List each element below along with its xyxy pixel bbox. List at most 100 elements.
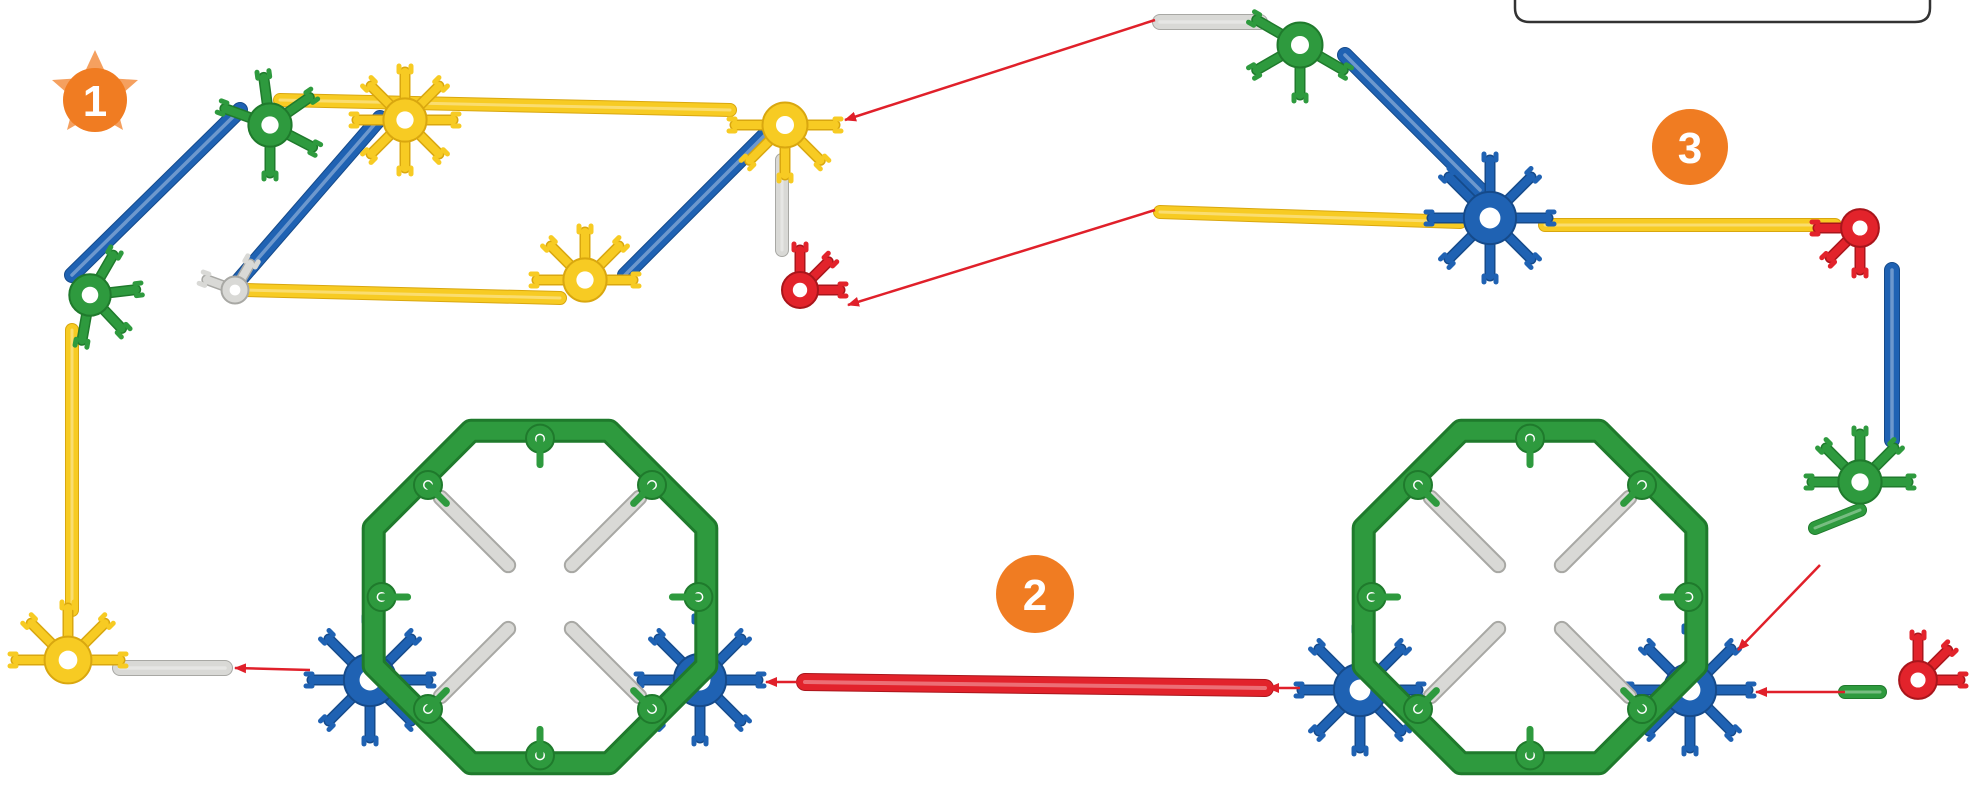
connector-tip (1732, 724, 1742, 734)
badge-circle (63, 68, 127, 132)
connector-hole (1291, 36, 1309, 54)
connector-tip (318, 636, 328, 646)
connector-hole (396, 111, 414, 129)
wheel-spoke (565, 491, 646, 572)
rod-yellow (273, 93, 737, 117)
connector-tip (412, 636, 422, 646)
connector-tip (1446, 260, 1456, 270)
connector-tip (1308, 724, 1318, 734)
connector-tip (1308, 646, 1318, 656)
connector-tip (742, 636, 752, 646)
connector-tip (540, 243, 550, 253)
gray-connector (196, 253, 261, 305)
connector-tip (368, 75, 378, 85)
wheel-prong (1620, 687, 1646, 713)
connector-tip (1438, 252, 1448, 262)
wheel-prong (630, 481, 656, 507)
rod-body (1154, 206, 1466, 228)
connector-tip (404, 628, 414, 638)
connector-tip (326, 628, 336, 638)
connector-tip (360, 147, 370, 157)
rod-blue (64, 102, 248, 283)
red-connector (1809, 208, 1880, 279)
rod-body (797, 674, 1273, 696)
wheel-spoke (1555, 622, 1636, 703)
connector-tip (1823, 437, 1833, 447)
connector-tip (813, 162, 823, 172)
connector-tip (1252, 9, 1263, 18)
connector-tip (218, 98, 230, 106)
connector-tip (432, 75, 442, 85)
connector-tip (1895, 445, 1905, 455)
connector-tip (242, 253, 251, 264)
rod-highlight (623, 128, 772, 277)
connector-tip (20, 620, 30, 630)
rod-blue (617, 122, 778, 283)
callout-box (1513, 0, 1932, 24)
connector-tip (1949, 647, 1959, 658)
yellow-connector (348, 63, 462, 177)
arrow (847, 208, 1156, 307)
wheel-spoke (434, 622, 515, 703)
connector-tip (1532, 174, 1542, 184)
connector-tip (360, 83, 370, 93)
step-badge-3: 3 (1652, 109, 1728, 185)
wheel-rim (1354, 421, 1706, 773)
wheel-spoke (1424, 622, 1505, 703)
connector-tip (742, 714, 752, 724)
rod-yellow (238, 283, 567, 305)
connector-tip (1337, 72, 1348, 81)
connector-tip (738, 153, 748, 163)
rod-red (796, 673, 1274, 697)
red-connector (781, 241, 849, 309)
connector-tip (1246, 62, 1257, 71)
step-number: 3 (1678, 124, 1702, 173)
wheel-prong (1414, 481, 1440, 507)
connector-tip (548, 235, 558, 245)
connector-tip (440, 147, 450, 157)
yellow-connector (7, 599, 129, 685)
connector-tip (1724, 732, 1734, 742)
connector-tip (656, 628, 666, 638)
step-badge-1: 1 (52, 50, 138, 132)
rod-body (228, 111, 387, 292)
rods-layer (64, 14, 1900, 699)
connector-tip (612, 235, 622, 245)
green-connector (1246, 9, 1354, 104)
rod-body (274, 94, 736, 116)
connector-tip (1402, 646, 1412, 656)
rod-highlight (243, 288, 562, 300)
connector-tip (307, 149, 318, 158)
arrow (844, 18, 1156, 122)
connector-tip (266, 68, 273, 80)
connector-tip (368, 155, 378, 165)
rod-highlight (278, 98, 732, 112)
connector-tip (115, 250, 124, 261)
wheel-prong (1414, 687, 1440, 713)
yellow-connector (726, 101, 844, 184)
connector-hole (1479, 207, 1501, 229)
arrows-layer (234, 18, 1845, 697)
connector-tip (326, 722, 336, 732)
yellow-connector (528, 223, 642, 303)
wheel-spoke (434, 491, 515, 572)
connector-tip (303, 86, 314, 96)
connector-tip (132, 280, 144, 287)
connector-tip (28, 612, 38, 622)
rod-yellow (1153, 205, 1467, 229)
rod-blue (227, 110, 388, 293)
rod-highlight (803, 680, 1267, 690)
rod-highlight (233, 116, 382, 287)
rod-highlight (1158, 210, 1462, 224)
connector-hole (1349, 679, 1371, 701)
wheels-layer (361, 418, 1709, 776)
badge-circle (996, 555, 1074, 633)
rod-highlight (1343, 53, 1482, 192)
connector-hole (1852, 220, 1868, 236)
connector-tip (620, 243, 630, 253)
rod-highlight (1813, 508, 1862, 530)
arrow (234, 663, 311, 674)
step-number: 1 (83, 77, 107, 126)
connector-tip (98, 612, 108, 622)
